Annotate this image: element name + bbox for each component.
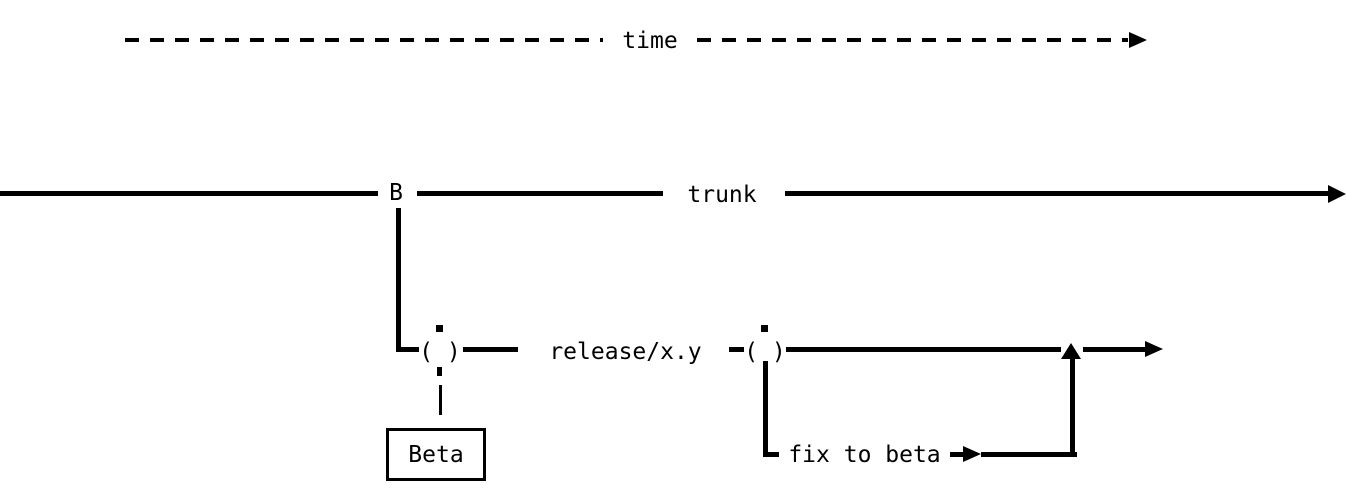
fix-branch-stem-corner xyxy=(763,452,779,457)
fix-branch-line xyxy=(981,452,1077,457)
merge-arrowhead-icon xyxy=(1061,343,1081,359)
beta-box-label: Beta xyxy=(408,441,464,468)
trunk-arrowhead-icon xyxy=(1328,185,1346,203)
trunk-branch-point-label: B xyxy=(389,180,403,206)
branch-stem-corner xyxy=(396,347,419,352)
fix-branch-stem-line xyxy=(763,361,768,453)
trunk-label: trunk xyxy=(687,182,757,208)
time-axis-dash-left xyxy=(125,38,603,42)
beta-tag-connector-line xyxy=(439,385,442,415)
fix-tag-marker: ( ) xyxy=(744,339,786,365)
trunk-line-segment-mid xyxy=(417,191,663,196)
time-axis-label: time xyxy=(622,28,678,54)
time-arrowhead-icon xyxy=(1129,32,1147,48)
branch-stem-line xyxy=(396,208,401,349)
release-arrowhead-icon xyxy=(1145,341,1163,357)
fix-branch-merge-line xyxy=(1070,359,1075,457)
beta-tag-dot-above xyxy=(436,325,443,332)
trunk-line-segment-left xyxy=(0,191,378,196)
beta-box: Beta xyxy=(386,428,486,481)
release-line-segment-3 xyxy=(786,347,1061,352)
trunk-line-segment-right xyxy=(785,191,1328,196)
fix-branch-arrowhead-icon xyxy=(963,446,981,462)
time-axis-dash-right xyxy=(697,38,1128,42)
release-line-segment-1 xyxy=(463,347,518,352)
beta-tag-connector-dash xyxy=(437,367,442,376)
fix-branch-label: fix to beta xyxy=(788,442,941,468)
fix-branch-arrow-dash xyxy=(950,452,963,457)
fix-tag-dot-above xyxy=(761,325,768,332)
release-line-segment-4 xyxy=(1083,347,1145,352)
release-branch-label: release/x.y xyxy=(549,339,702,365)
beta-tag-marker: ( ) xyxy=(419,339,461,365)
release-line-segment-2 xyxy=(729,347,744,352)
